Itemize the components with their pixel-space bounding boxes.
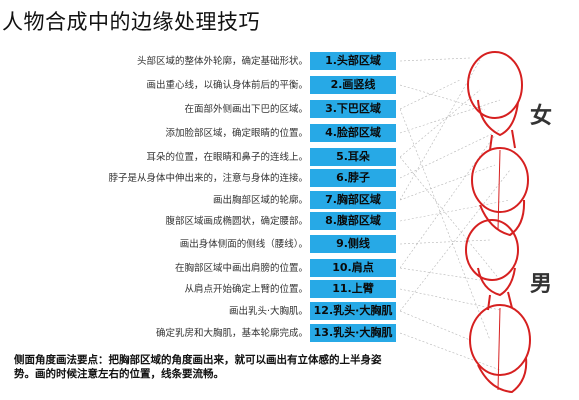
step-label: 5.耳朵 [310,148,396,166]
step-row: 脖子是从身体中伸出来的，注意与身体的连接。 6.脖子 [0,169,400,188]
step-label: 6.脖子 [310,169,396,187]
step-label: 8.腹部区域 [310,212,396,230]
male-figure-sketch [465,219,531,394]
female-side-label: 女 [530,104,553,129]
step-row: 画出重心线，以确认身体前后的平衡。 2.画竖线 [0,76,400,95]
figure-sketch-illustration [400,51,531,394]
step-row: 在胸部区域中画出肩膀的位置。 10.肩点 [0,259,400,278]
step-row: 画出胸部区域的轮廓。 7.胸部区域 [0,191,400,210]
step-description: 在面部外侧画出下巴的区域。 [184,104,308,115]
step-description: 耳朵的位置，在眼睛和鼻子的连线上。 [146,152,308,163]
step-label: 11.上臂 [310,280,396,298]
step-row: 确定乳房和大胸肌，基本轮廓完成。 13.乳头·大胸肌 [0,324,400,343]
step-description: 画出身体侧面的侧线（腰线）。 [179,239,308,250]
step-row: 头部区域的整体外轮廓，确定基础形状。 1.头部区域 [0,52,400,71]
footer-note: 侧面角度画法要点：把胸部区域的角度画出来，就可以画出有立体感的上半身姿势。画的时… [14,354,382,380]
step-label: 2.画竖线 [310,76,396,94]
step-description: 画出胸部区域的轮廓。 [212,195,308,206]
step-description: 画出乳头·大胸肌。 [228,306,308,317]
step-label: 1.头部区域 [310,52,396,70]
step-description: 画出重心线，以确认身体前后的平衡。 [146,80,308,91]
male-side-label: 男 [530,272,553,297]
step-row: 耳朵的位置，在眼睛和鼻子的连线上。 5.耳朵 [0,148,400,167]
step-description: 脖子是从身体中伸出来的，注意与身体的连接。 [108,173,308,184]
step-row: 从肩点开始确定上臂的位置。 11.上臂 [0,280,400,299]
step-description: 在胸部区域中画出肩膀的位置。 [174,263,308,274]
step-row: 添加脸部区域，确定眼睛的位置。 4.脸部区域 [0,124,400,143]
page-title: 人物合成中的边缘处理技巧 [2,10,260,34]
step-label: 10.肩点 [310,259,396,277]
step-label: 12.乳头·大胸肌 [310,302,396,320]
step-label: 9.侧线 [310,235,396,253]
step-label: 13.乳头·大胸肌 [310,324,396,342]
step-description: 从肩点开始确定上臂的位置。 [184,284,308,295]
step-label: 7.胸部区域 [310,191,396,209]
step-description: 确定乳房和大胸肌，基本轮廓完成。 [155,328,308,339]
step-row: 画出乳头·大胸肌。 12.乳头·大胸肌 [0,302,400,321]
step-row: 在面部外侧画出下巴的区域。 3.下巴区域 [0,100,400,119]
step-label: 3.下巴区域 [310,100,396,118]
female-figure-sketch [467,51,529,237]
step-row: 画出身体侧面的侧线（腰线）。 9.侧线 [0,235,400,254]
step-row: 腹部区域画成椭圆状，确定腰部。 8.腹部区域 [0,212,400,231]
step-description: 添加脸部区域，确定眼睛的位置。 [165,128,308,139]
step-description: 头部区域的整体外轮廓，确定基础形状。 [136,56,308,67]
step-label: 4.脸部区域 [310,124,396,142]
step-description: 腹部区域画成椭圆状，确定腰部。 [165,216,308,227]
connector-lines [400,57,511,371]
